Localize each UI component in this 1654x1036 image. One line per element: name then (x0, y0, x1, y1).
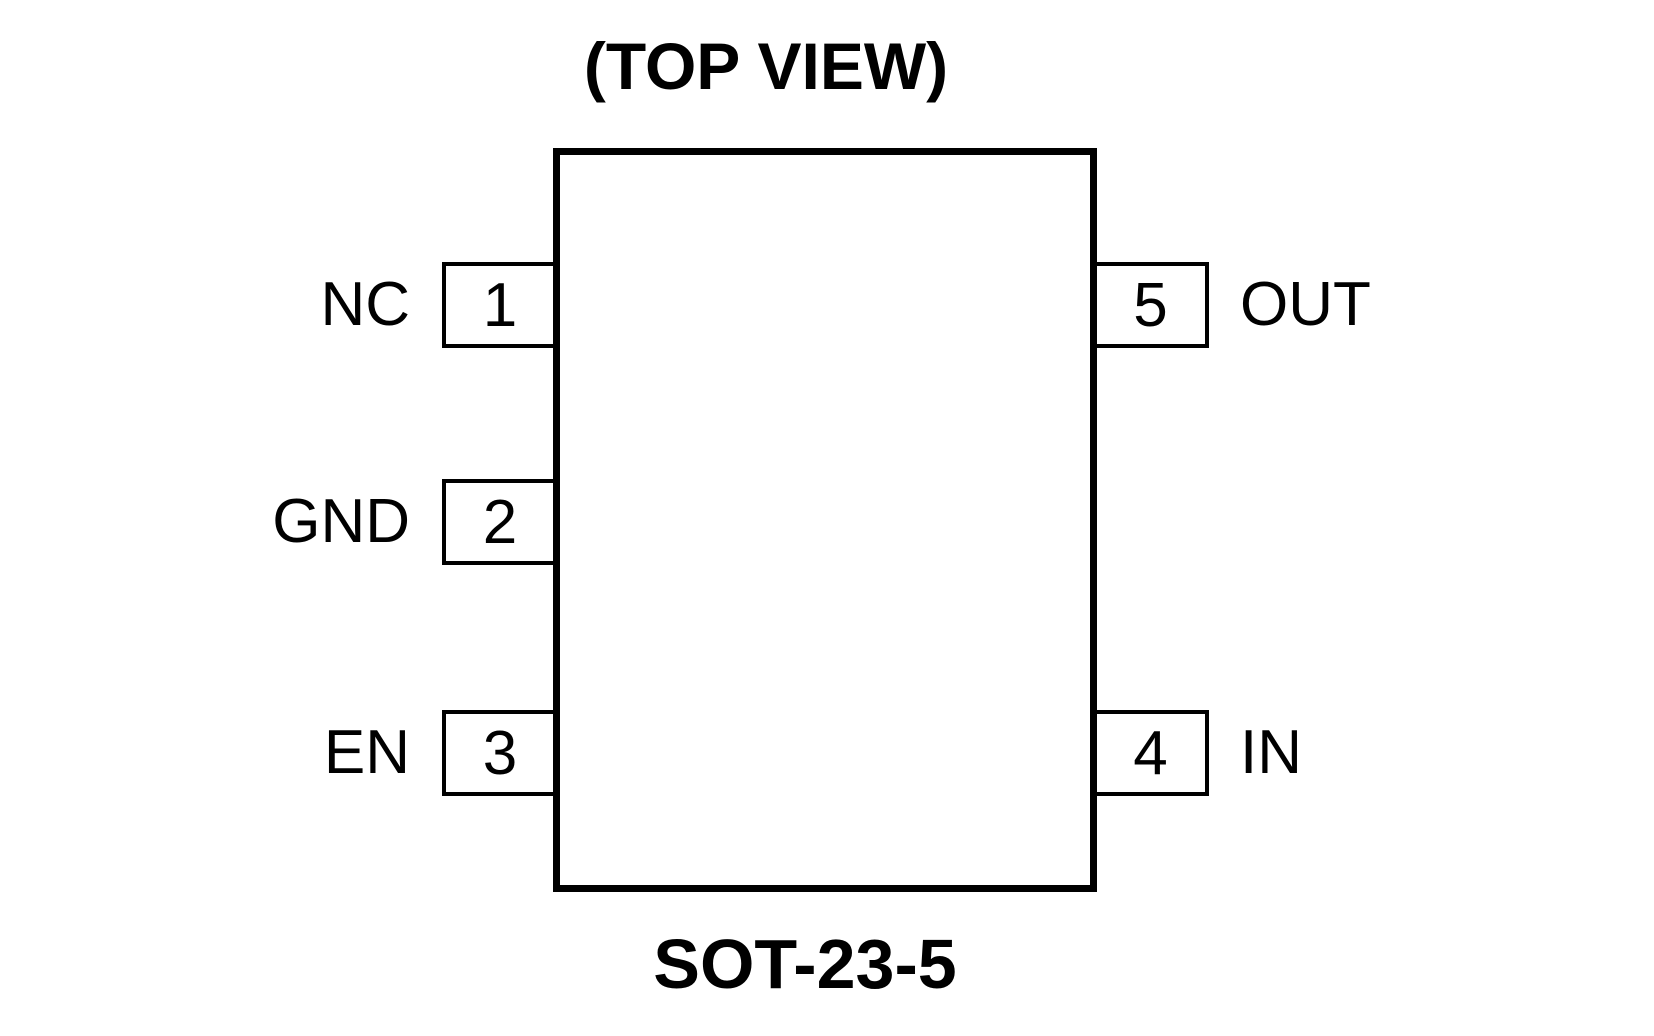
pin-5-box: 5 (1092, 262, 1209, 348)
pin-1-box: 1 (442, 262, 558, 348)
pin-2-number: 2 (482, 487, 518, 557)
pin-4-box: 4 (1092, 710, 1209, 796)
pin-1-name-label: NC (320, 270, 410, 339)
pin-3-box: 3 (442, 710, 558, 796)
pin-3-number: 3 (482, 718, 518, 788)
pin-4-name-label: IN (1240, 718, 1302, 787)
pin-4-number: 4 (1133, 718, 1168, 788)
pin-3-name-label: EN (323, 718, 410, 787)
pin-1-number: 1 (482, 270, 518, 340)
package-name: SOT-23-5 (653, 925, 957, 1003)
pin-2-name-label: GND (272, 487, 410, 556)
pin-5-name-label: OUT (1240, 270, 1371, 339)
pin-2-box: 2 (442, 479, 558, 565)
pin-5-number: 5 (1133, 270, 1168, 340)
package-body (553, 148, 1097, 892)
diagram-title: (TOP VIEW) (583, 29, 949, 103)
